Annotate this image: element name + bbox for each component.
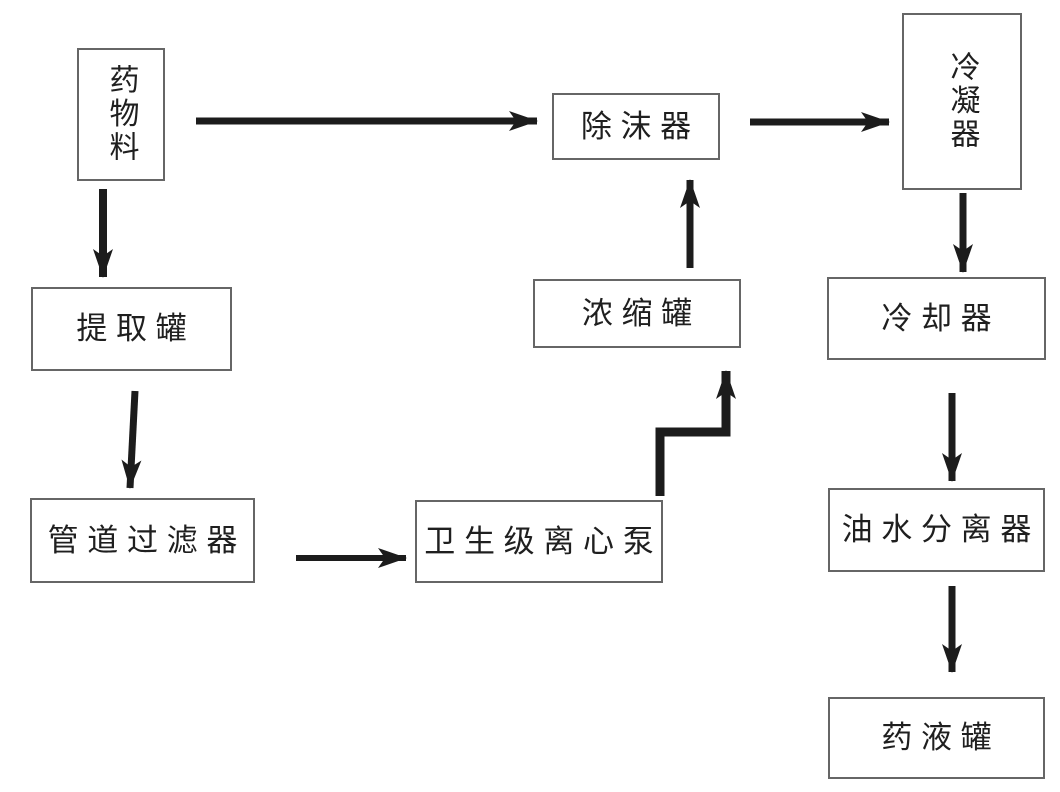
node-cooler: 冷却器 xyxy=(827,277,1046,360)
node-oil-water-separator: 油水分离器 xyxy=(828,488,1045,572)
node-pipeline-filter: 管道过滤器 xyxy=(30,498,255,583)
node-label-pipeline-filter: 管道过滤器 xyxy=(47,522,247,558)
node-label-drug-material: 药物料 xyxy=(104,64,138,165)
node-label-condenser: 冷凝器 xyxy=(945,51,979,152)
node-drug-material: 药物料 xyxy=(77,48,165,181)
node-concentration-tank: 浓缩罐 xyxy=(533,279,741,348)
node-label-demister: 除沫器 xyxy=(580,108,700,144)
edge-pump-to-concentration-tank xyxy=(655,370,736,496)
node-demister: 除沫器 xyxy=(552,93,720,160)
node-label-concentration-tank: 浓缩罐 xyxy=(581,295,701,331)
node-label-liquid-medicine-tank: 药液罐 xyxy=(881,720,1001,756)
node-label-oil-water-separator: 油水分离器 xyxy=(841,512,1041,548)
node-sanitary-centrifugal-pump: 卫生级离心泵 xyxy=(415,500,663,583)
node-label-sanitary-centrifugal-pump: 卫生级离心泵 xyxy=(424,523,663,559)
node-extraction-tank: 提取罐 xyxy=(31,287,232,371)
edge-extraction-tank-to-pipeline-filter xyxy=(121,390,142,489)
node-label-extraction-tank: 提取罐 xyxy=(76,311,196,347)
node-label-cooler: 冷却器 xyxy=(881,300,1001,336)
node-liquid-medicine-tank: 药液罐 xyxy=(828,697,1045,779)
node-condenser: 冷凝器 xyxy=(902,13,1022,190)
